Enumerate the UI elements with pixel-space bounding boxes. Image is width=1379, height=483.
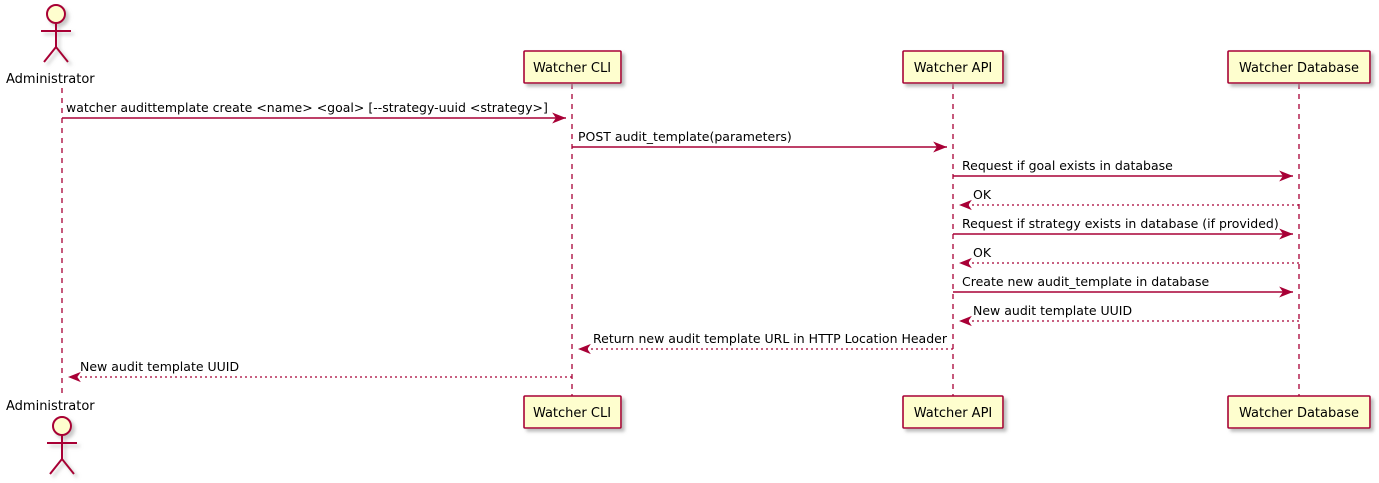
message-9[interactable]: Return new audit template URL in HTTP Lo… — [578, 331, 953, 355]
message-label: Request if strategy exists in database (… — [962, 216, 1279, 231]
participant-label-watcher-cli: Watcher CLI — [533, 406, 611, 421]
message-label: New audit template UUID — [973, 303, 1132, 318]
participant-box-watcher-cli-bottom[interactable]: Watcher CLI — [523, 395, 622, 429]
actor-leg-right-icon — [55, 46, 69, 63]
participant-box-watcher-api-top[interactable]: Watcher API — [902, 50, 1004, 84]
participant-box-watcher-database-bottom[interactable]: Watcher Database — [1227, 395, 1371, 429]
participant-box-watcher-database-top[interactable]: Watcher Database — [1227, 50, 1371, 84]
participant-label-watcher-cli: Watcher CLI — [533, 61, 611, 76]
participant-box-rect — [902, 395, 1004, 429]
message-label: New audit template UUID — [80, 359, 239, 374]
message-8[interactable]: New audit template UUID — [959, 303, 1299, 327]
participant-box-rect — [1227, 395, 1371, 429]
actor-label-administrator-bottom: Administrator — [6, 399, 95, 414]
message-5[interactable]: Request if strategy exists in database (… — [953, 216, 1293, 240]
message-label: watcher audittemplate create <name> <goa… — [66, 100, 548, 115]
message-7[interactable]: Create new audit_template in database — [953, 274, 1293, 298]
message-4[interactable]: OK — [959, 187, 1299, 211]
message-label: OK — [973, 187, 992, 202]
participant-box-rect — [523, 50, 622, 84]
participant-box-rect — [1227, 50, 1371, 84]
message-2[interactable]: POST audit_template(parameters) — [572, 129, 947, 153]
participant-label-watcher-database: Watcher Database — [1239, 61, 1359, 76]
actor-leg-left-icon — [49, 458, 63, 475]
participant-box-watcher-api-bottom[interactable]: Watcher API — [902, 395, 1004, 429]
actor-label-administrator-top: Administrator — [6, 72, 95, 87]
message-label: Return new audit template URL in HTTP Lo… — [593, 331, 948, 346]
message-label: POST audit_template(parameters) — [578, 129, 792, 144]
participant-label-watcher-api: Watcher API — [914, 61, 993, 76]
actor-administrator-top[interactable] — [41, 4, 71, 63]
actor-head-icon — [46, 4, 66, 24]
message-label: Create new audit_template in database — [962, 274, 1209, 289]
participant-box-watcher-cli-top[interactable]: Watcher CLI — [523, 50, 622, 84]
actor-administrator-bottom[interactable] — [47, 416, 77, 475]
message-10[interactable]: New audit template UUID — [68, 359, 572, 383]
message-6[interactable]: OK — [959, 245, 1299, 269]
actor-leg-left-icon — [43, 46, 57, 63]
participant-label-watcher-database: Watcher Database — [1239, 406, 1359, 421]
message-3[interactable]: Request if goal exists in database — [953, 158, 1293, 182]
participant-label-watcher-api: Watcher API — [914, 406, 993, 421]
actor-head-icon — [52, 416, 72, 436]
actor-leg-right-icon — [61, 458, 75, 475]
message-label: Request if goal exists in database — [962, 158, 1173, 173]
lifelines-group — [61, 84, 1300, 398]
message-label: OK — [973, 245, 992, 260]
message-1[interactable]: watcher audittemplate create <name> <goa… — [62, 100, 566, 124]
participant-box-rect — [523, 395, 622, 429]
participant-box-rect — [902, 50, 1004, 84]
